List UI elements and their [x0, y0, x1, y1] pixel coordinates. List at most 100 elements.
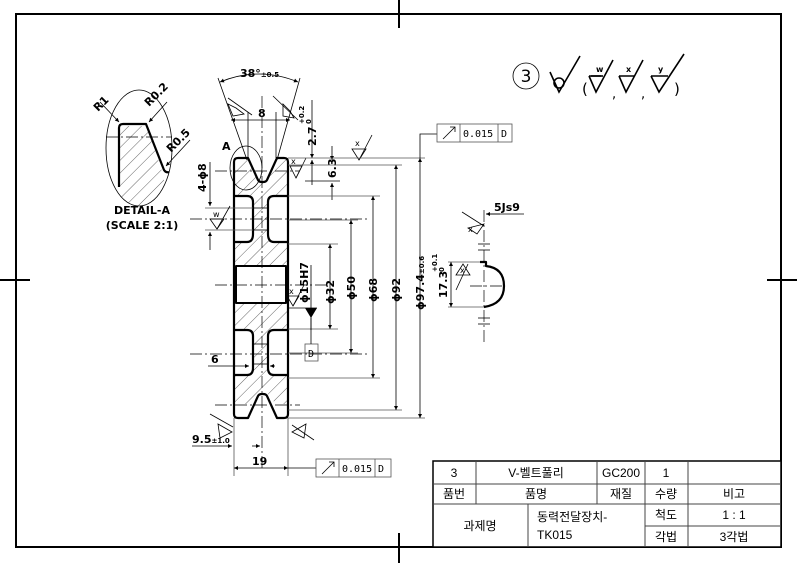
surface-mark-x-top-label: x [355, 139, 360, 148]
groove-angle-arc [219, 73, 299, 83]
dim-bore-diameter: ϕ15H7 [298, 262, 311, 303]
surface-mark-x-groove-label: x [291, 157, 296, 166]
dim-keyway-width: 5Js9 [494, 201, 520, 214]
pulley-outline [232, 156, 290, 420]
surface-mark-w-label: w [213, 210, 220, 219]
part-number-balloon-text: 3 [521, 67, 532, 87]
surface-mark-x-left-side [209, 413, 234, 439]
circular-runout-icon [442, 126, 456, 140]
dim-web-thickness: 6 [211, 353, 219, 366]
runout-upper-leader [419, 133, 437, 158]
runout-lower-value: 0.015 [342, 464, 372, 475]
detail-a-callout-circle [229, 145, 263, 191]
groove-width-dim: 8 [258, 107, 266, 120]
finish-symbol-x [618, 59, 644, 94]
tb-header-quantity: 수량 [655, 487, 677, 501]
tb-part-name: V-벨트풀리 [508, 466, 564, 480]
tb-header-part-name: 품명 [525, 487, 547, 501]
dim-overall-width: 19 [252, 455, 267, 468]
keyway-depth-tol-upper: +0.1 [431, 254, 439, 272]
datum-box [304, 343, 319, 362]
detail-a-radius-r02: R0.2 [142, 80, 171, 109]
runout-upper-value: 0.015 [463, 129, 493, 140]
dim-web-inner-diameter: ϕ50 [345, 276, 358, 300]
detail-a-r02-leader [148, 101, 168, 123]
detail-a-r05-leader [165, 139, 191, 167]
detail-a-r1-leader [99, 101, 120, 123]
circular-runout-icon [321, 461, 335, 475]
finish-symbol-w [588, 59, 614, 94]
groove-depth-tol-upper: +0.2 [298, 106, 306, 124]
finish-close-paren: ) [674, 80, 680, 98]
dim-pitch-diameter: ϕ92 [390, 278, 403, 302]
surface-mark-w [209, 205, 231, 230]
runout-upper-frame [436, 123, 513, 143]
finish-grade-y: y [658, 65, 664, 74]
tb-project-name-line2: TK015 [537, 528, 573, 542]
dim-groove-center: 9.5±1.0 [192, 433, 230, 446]
diameter-dimensions: ϕ32 ϕ50 ϕ68 ϕ92 ϕ97.4±0.6 ϕ15H7 D x [286, 157, 427, 419]
runout-fcf-upper: 0.015 D [419, 123, 513, 158]
groove-flank-finish-left [227, 97, 253, 117]
finish-symbol-y [650, 53, 685, 94]
surface-mark-x-keyway-label: x [468, 225, 473, 234]
finish-separator-1: , [612, 87, 616, 102]
tb-projection-value: 3각법 [720, 530, 749, 544]
surface-mark-x-bore [286, 284, 305, 307]
surface-mark-x-groove [289, 157, 307, 179]
finish-grade-w: w [596, 65, 604, 74]
surface-mark-x-keyway [461, 211, 485, 235]
finish-separator-2: , [641, 87, 645, 102]
keyway-depth-tol-lower: 0 [438, 267, 446, 272]
tb-header-material: 재질 [610, 487, 632, 501]
surface-mark-x-bore-label: x [289, 287, 294, 296]
tb-header-item-no: 품번 [443, 487, 465, 501]
part-number-balloon [512, 62, 540, 90]
surface-mark-x-keyway-depth-label: x [460, 266, 465, 275]
pulley-section-view: A [190, 96, 370, 470]
finish-grade-x: x [626, 65, 632, 74]
tb-header-remarks: 비고 [723, 487, 745, 501]
runout-lower-frame [315, 458, 392, 478]
detail-a-view: R1 R0.2 R0.5 DETAIL-A (SCALE 2:1) [91, 80, 193, 232]
section-hatching [234, 160, 288, 404]
keyway-view: 5Js9 x 17.3 +0.1 0 x [431, 201, 524, 345]
tb-scale-label: 척도 [655, 508, 677, 522]
surface-mark-x-keyway-depth [455, 263, 471, 291]
tb-item-no: 3 [451, 466, 458, 480]
surface-mark-x-right-side [291, 423, 315, 441]
detail-a-title: DETAIL-A [114, 204, 170, 217]
surface-mark-x-top [351, 134, 373, 161]
left-dimensions: 4-ϕ8 w 6 9.5±1.0 19 [192, 162, 315, 476]
dim-outer-diameter: ϕ97.4±0.6 [414, 256, 427, 310]
surface-finish-legend: 3 ( w , x , y ) [512, 53, 685, 102]
dim-keyway-depth: 17.3 [437, 271, 450, 298]
dim-hub-diameter: ϕ32 [324, 280, 337, 304]
groove-depth-tol-lower: 0 [305, 119, 313, 124]
pitch-offset-dim: 6.3 [326, 159, 339, 179]
groove-dimensions: 38°±0.5 8 2.7 +0.2 0 6.3 x [217, 67, 373, 200]
detail-a-scale: (SCALE 2:1) [106, 219, 179, 232]
finish-open-paren: ( [582, 80, 588, 98]
tb-project-name-line1: 동력전달장치- [537, 510, 607, 524]
groove-flank-finish-right [272, 95, 299, 121]
datum-label: D [308, 349, 314, 360]
runout-upper-datum: D [501, 129, 507, 140]
runout-fcf-lower: 0.015 D [288, 458, 392, 478]
groove-angle-dim: 38°±0.5 [240, 67, 279, 80]
groove-depth-dim: 2.7 [306, 127, 319, 147]
dim-web-outer-diameter: ϕ68 [367, 278, 380, 302]
tb-scale-value: 1 : 1 [722, 508, 746, 522]
tb-material: GC200 [602, 466, 640, 480]
tb-projection-label: 각법 [655, 530, 677, 544]
tb-project-label: 과제명 [463, 519, 496, 533]
detail-a-hatch [119, 126, 164, 206]
keyway-bore-outline [480, 260, 506, 309]
detail-a-radius-r05: R0.5 [164, 126, 193, 155]
detail-a-profile [117, 122, 170, 187]
runout-lower-datum: D [378, 464, 384, 475]
detail-a-callout-label: A [222, 140, 231, 153]
tb-quantity: 1 [663, 466, 670, 480]
